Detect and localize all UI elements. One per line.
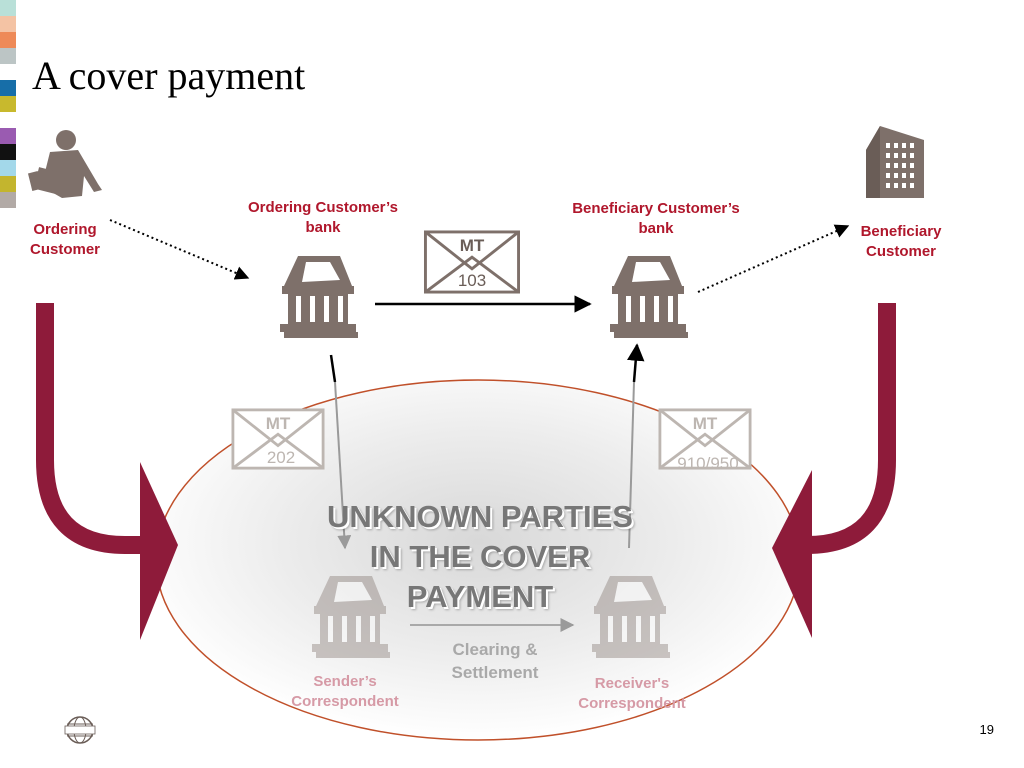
envelope-icon-mt202: MT 202 bbox=[231, 408, 325, 470]
beneficiary-bank-icon bbox=[610, 256, 688, 338]
unknown-parties-heading: UNKNOWN PARTIES IN THE COVER PAYMENT bbox=[327, 499, 633, 614]
color-stripe-10 bbox=[0, 144, 16, 160]
envelope-icon-mt910: MT 910/950 bbox=[658, 408, 752, 473]
beneficiary-bank-label: Beneficiary Customer’s bank bbox=[572, 200, 740, 237]
mt202-prefix: MT bbox=[266, 414, 291, 433]
color-stripe-11 bbox=[0, 160, 16, 176]
color-stripe-1 bbox=[0, 0, 16, 16]
slide-title: A cover payment bbox=[32, 53, 306, 98]
ordering-customer-label: Ordering Customer bbox=[29, 221, 100, 258]
color-stripe-7 bbox=[0, 96, 16, 112]
mt103-prefix: MT bbox=[460, 236, 485, 255]
color-stripe-5 bbox=[0, 64, 16, 80]
office-building-icon bbox=[866, 126, 924, 198]
sender-correspondent-label: Sender’s Correspondent bbox=[291, 673, 399, 710]
envelope-icon-mt103: MT 103 bbox=[423, 230, 521, 294]
right-curved-arrow bbox=[772, 303, 896, 638]
color-stripe-4 bbox=[0, 48, 16, 64]
mt910-number: 910/950 bbox=[677, 454, 738, 473]
mt910-prefix: MT bbox=[693, 414, 718, 433]
color-stripe-bar bbox=[0, 0, 16, 208]
mt202-number: 202 bbox=[267, 448, 295, 467]
color-stripe-13 bbox=[0, 192, 16, 208]
color-stripe-6 bbox=[0, 80, 16, 96]
left-curved-arrow bbox=[36, 303, 178, 640]
ordering-bank-label: Ordering Customer’s bank bbox=[247, 199, 399, 236]
color-stripe-9 bbox=[0, 128, 16, 144]
mt202-arrow bbox=[329, 354, 352, 550]
color-stripe-12 bbox=[0, 176, 16, 192]
swift-globe-logo bbox=[64, 716, 96, 744]
person-with-briefcase-icon bbox=[27, 130, 102, 198]
color-stripe-2 bbox=[0, 16, 16, 32]
mt103-number: 103 bbox=[458, 271, 486, 290]
dotted-arrow-bank-to-beneficiary bbox=[697, 224, 850, 293]
page-number: 19 bbox=[979, 722, 994, 737]
receiver-correspondent-label: Receiver's Correspondent bbox=[578, 675, 686, 712]
color-stripe-8 bbox=[0, 112, 16, 128]
color-stripe-3 bbox=[0, 32, 16, 48]
clearing-settlement-label: Clearing & Settlement bbox=[451, 640, 539, 682]
beneficiary-customer-label: Beneficiary Customer bbox=[860, 223, 942, 260]
mt910-arrow bbox=[627, 343, 645, 549]
ordering-bank-icon bbox=[280, 256, 358, 338]
